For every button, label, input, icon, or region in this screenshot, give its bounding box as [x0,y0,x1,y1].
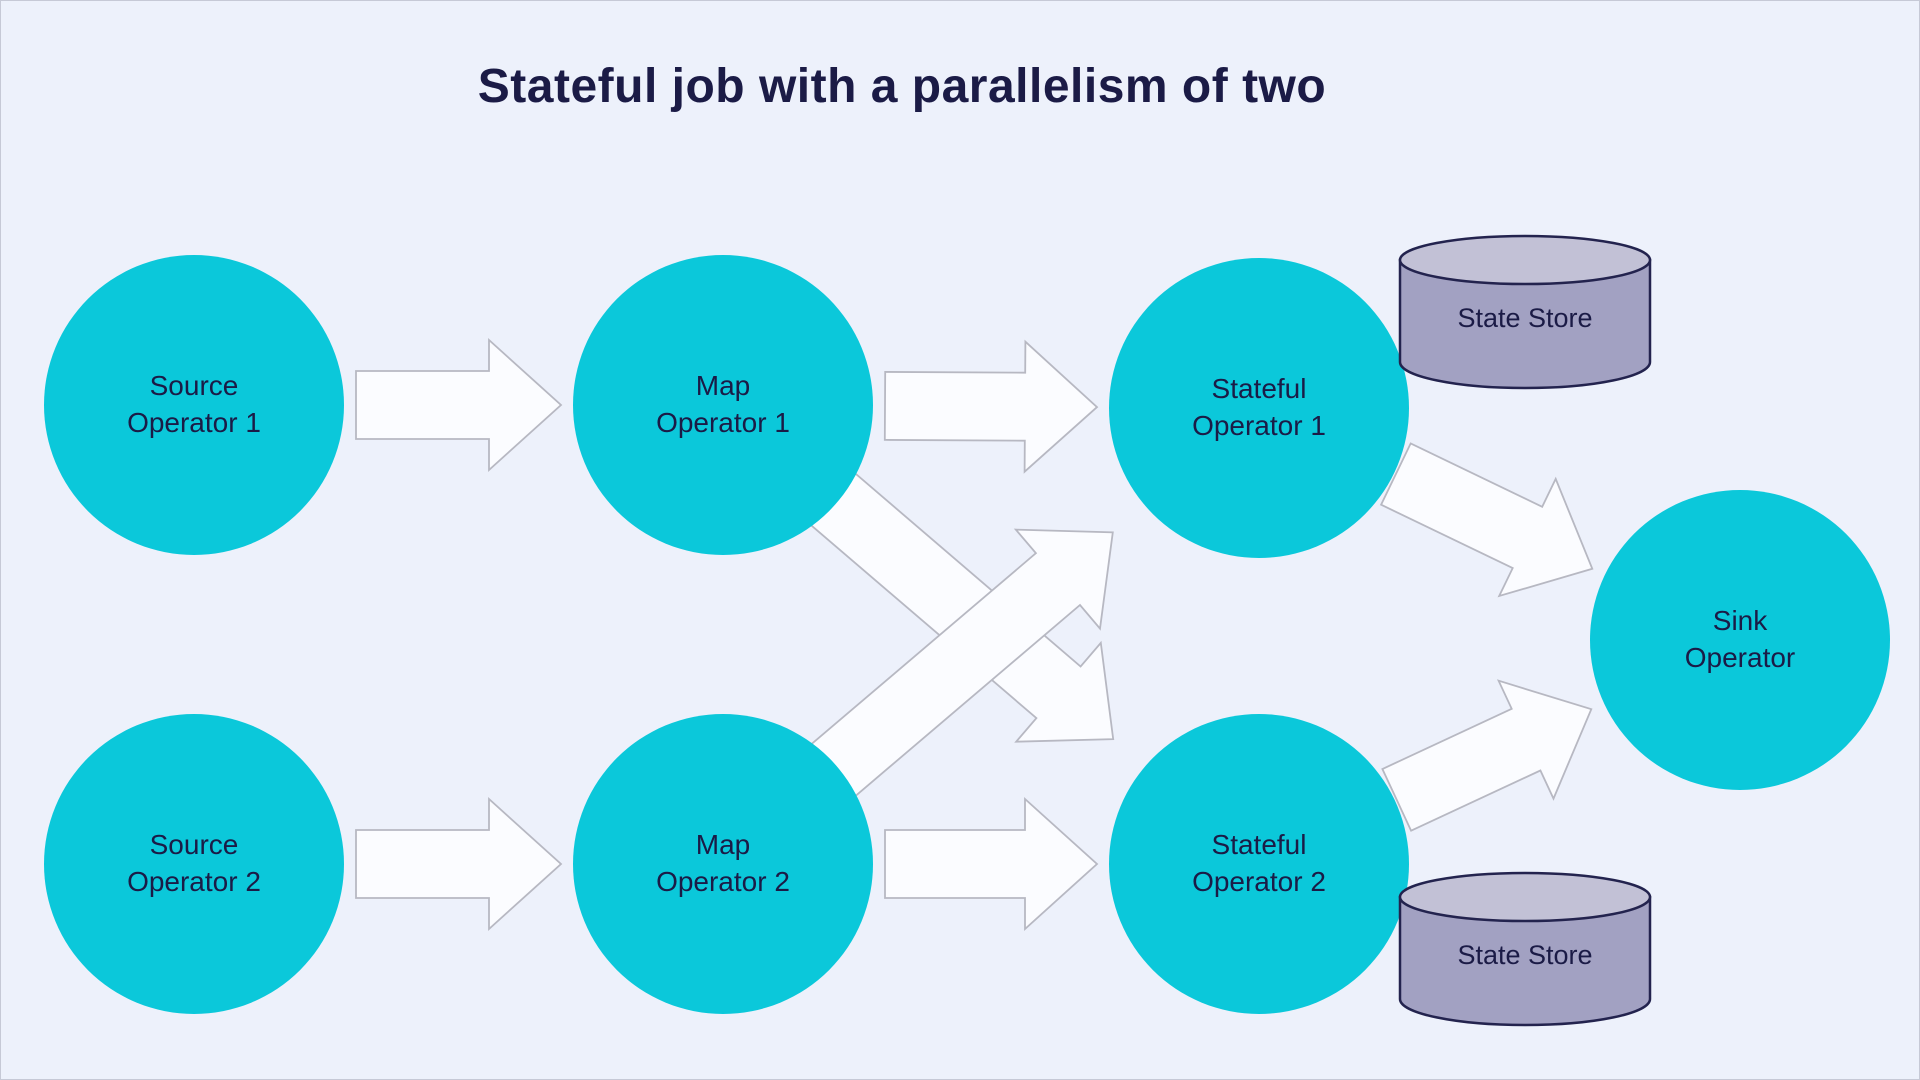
node-label: Stateful Operator 1 [1192,371,1326,445]
node-label: Source Operator 2 [127,827,261,901]
label-line-2: Operator 2 [1192,866,1326,897]
label-line-1: Stateful [1211,373,1307,405]
label-line-1: Source [149,370,239,402]
node-map-operator-1: Map Operator 1 [573,255,873,555]
state-store-label: State Store [1457,940,1593,970]
node-label: Source Operator 1 [127,368,261,442]
label-line-1: Stateful [1211,829,1307,861]
diagram-title: Stateful job with a parallelism of two [477,60,1327,113]
node-label: Stateful Operator 2 [1192,827,1326,901]
node-label: Map Operator 2 [656,827,790,901]
arrow-source-operator-1-to-map-operator-1 [355,337,563,473]
label-line-1: Sink [1712,605,1768,637]
arrow-map-operator-1-to-stateful-operator-1 [883,339,1099,474]
label-line-1: Source [149,829,239,861]
node-label: Map Operator 1 [656,368,790,442]
state-store-label: State Store [1457,303,1593,333]
arrow-stateful-operator-2-to-sink-operator [1381,679,1593,832]
arrow-map-operator-2-to-stateful-operator-2 [884,796,1099,932]
state-store-1: State Store [1397,233,1653,391]
label-line-2: Operator 1 [656,407,790,438]
label-line-2: Operator 1 [127,407,261,438]
node-map-operator-2: Map Operator 2 [573,714,873,1014]
node-label: Sink Operator [1685,603,1796,677]
arrow-map-operator-1-to-stateful-operator-2 [807,470,1115,743]
label-line-1: Map [695,829,751,861]
label-line-2: Operator 1 [1192,410,1326,441]
label-line-2: Operator 2 [656,866,790,897]
label-line-2: Operator [1684,642,1796,673]
node-source-operator-2: Source Operator 2 [44,714,344,1014]
arrow-stateful-operator-1-to-sink-operator [1379,442,1594,598]
node-source-operator-1: Source Operator 1 [44,255,344,555]
arrow-map-operator-2-to-stateful-operator-1 [807,528,1114,800]
state-store-2: State Store [1397,870,1653,1028]
arrow-source-operator-2-to-map-operator-2 [355,796,563,932]
node-stateful-operator-1: Stateful Operator 1 [1109,258,1409,558]
database-cylinder-icon [1398,234,1652,390]
database-cylinder-icon [1398,871,1652,1027]
node-sink-operator: Sink Operator [1590,490,1890,790]
label-line-1: Map [695,370,751,402]
label-line-2: Operator 2 [127,866,261,897]
node-stateful-operator-2: Stateful Operator 2 [1109,714,1409,1014]
